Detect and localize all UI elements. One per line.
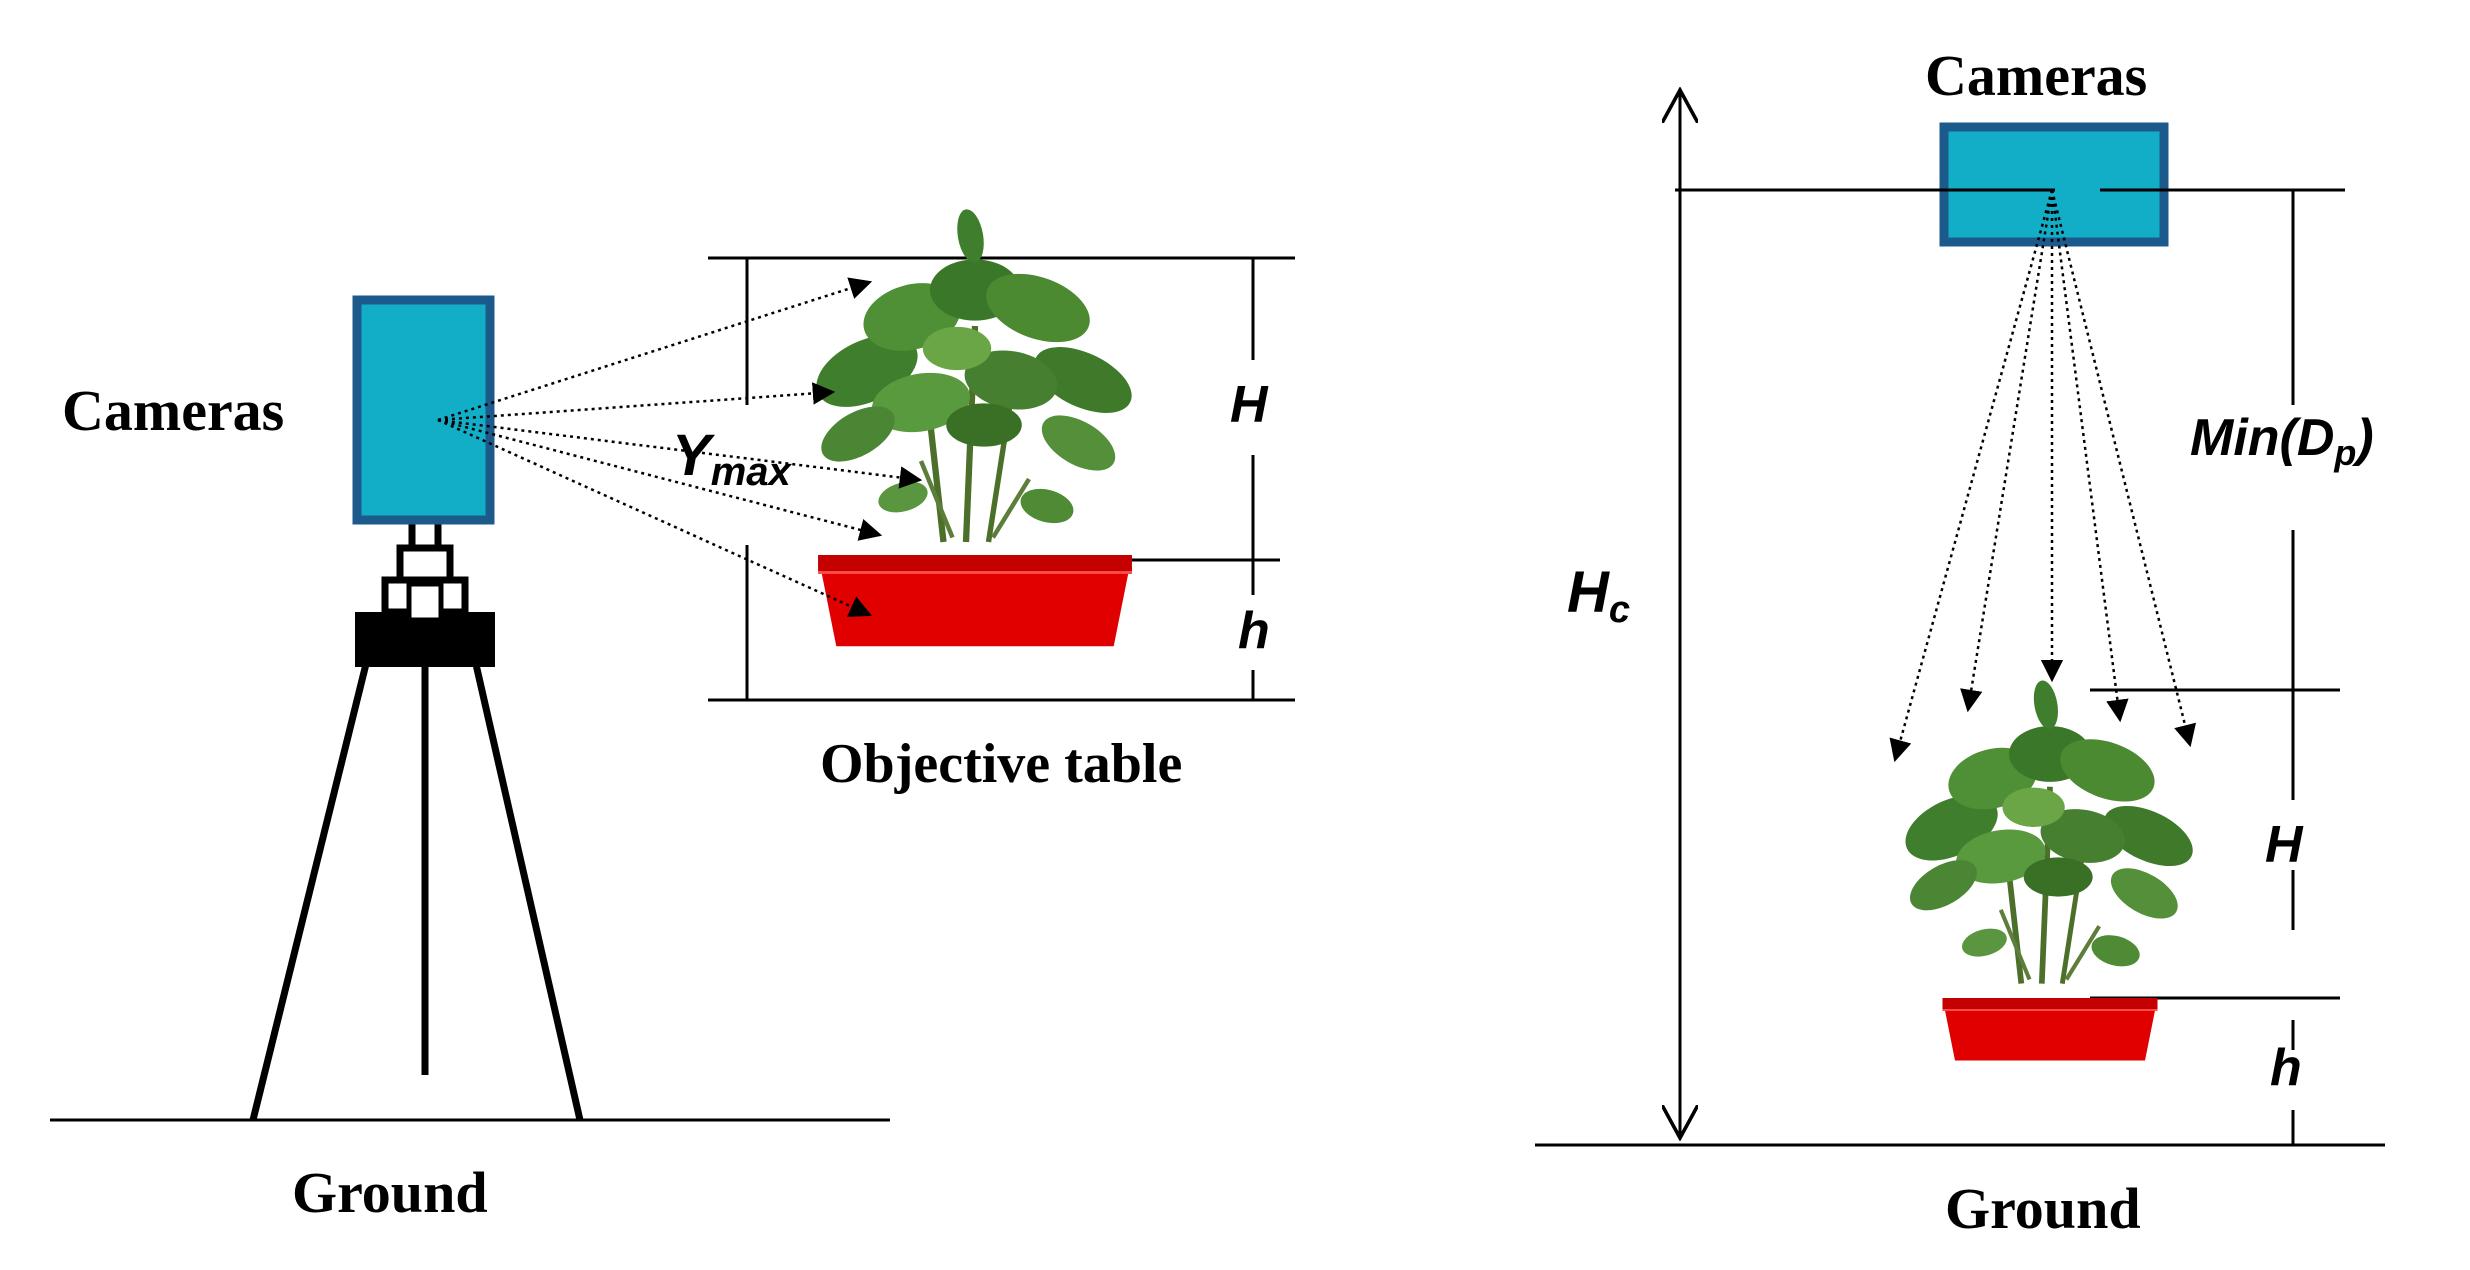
right-pot [1942, 998, 2158, 1061]
right-plant [1895, 679, 2202, 984]
ymax-base: Y [672, 423, 716, 488]
min-distance-subscript: p [2333, 432, 2356, 473]
camera-height-subscript: c [1609, 589, 1630, 631]
ray-5 [2050, 189, 2197, 748]
ray-2 [1960, 189, 2054, 713]
left-pot-height-label: h [1238, 602, 1270, 660]
left-view-rays [437, 277, 923, 617]
left-panel: Cameras Ymax H h Objectiv [50, 207, 1295, 1225]
ray-1 [1889, 189, 2054, 763]
camera-height-label: Hc [1567, 560, 1630, 631]
ray-2 [437, 382, 836, 422]
ray-4 [437, 418, 883, 541]
right-ground-label: Ground [1945, 1176, 2141, 1241]
min-distance-post: ) [2351, 409, 2373, 467]
left-camera-label: Cameras [62, 378, 284, 443]
left-height-label: H [1230, 376, 1269, 434]
left-ground-label: Ground [292, 1160, 488, 1225]
tripod [249, 514, 584, 1121]
ray-4 [2050, 189, 2129, 723]
ymax-label: Ymax [672, 423, 793, 494]
ray-5 [437, 418, 873, 617]
objective-table-label: Objective table [820, 733, 1182, 795]
camera-height-base: H [1567, 560, 1610, 625]
ray-1 [437, 277, 873, 422]
right-dimension-lines [1675, 90, 2345, 1145]
min-distance-pre: Min(D [2190, 409, 2334, 467]
right-pot-height-label: h [2270, 1039, 2302, 1097]
right-view-rays [1889, 189, 2197, 763]
right-camera [1939, 122, 2169, 247]
right-height-label: H [2265, 816, 2304, 874]
right-panel: Cameras Hc Min(Dp) [1535, 43, 2385, 1241]
left-camera [352, 295, 495, 525]
min-distance-label: Min(Dp) [2190, 409, 2374, 473]
ymax-subscript: max [711, 450, 793, 494]
left-pot [818, 555, 1132, 647]
right-camera-label: Cameras [1925, 43, 2147, 108]
